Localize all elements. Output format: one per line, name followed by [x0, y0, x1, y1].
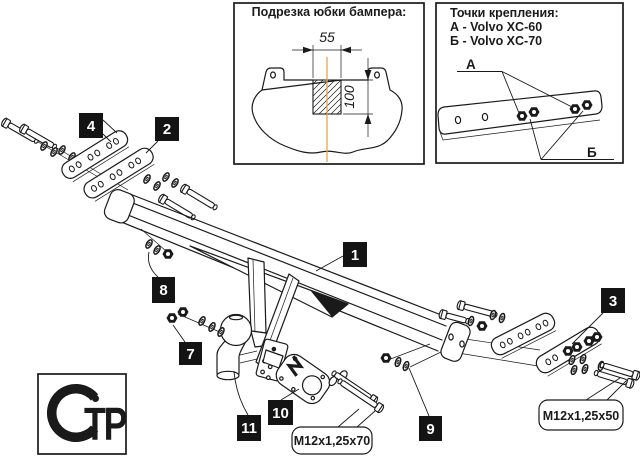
washer — [160, 171, 172, 183]
washer — [578, 353, 588, 365]
logo-border — [37, 373, 127, 455]
washer — [497, 312, 507, 324]
svg-text:3: 3 — [609, 293, 617, 310]
nut — [516, 111, 528, 121]
svg-text:7: 7 — [186, 346, 194, 363]
hardware-group-7 — [166, 307, 227, 338]
nut — [177, 307, 189, 317]
left-bolt-group — [0, 116, 78, 163]
nut — [569, 104, 581, 114]
nut — [528, 107, 540, 117]
bolt-label-m70: М12х1,25х70 — [291, 426, 373, 455]
mounting-plate-2 — [83, 147, 155, 202]
svg-text:4: 4 — [87, 118, 96, 135]
logo-c-ring — [46, 383, 99, 442]
rear-plate-inner — [490, 312, 557, 359]
washer — [466, 315, 476, 327]
washer — [151, 180, 163, 192]
nut — [591, 332, 603, 342]
washer — [56, 144, 68, 156]
mounting-item-b: Б - Volvo XC-70 — [450, 34, 542, 48]
bolt — [178, 182, 220, 213]
wiring-mark — [285, 355, 305, 377]
svg-text:8: 8 — [159, 282, 167, 299]
svg-text:10: 10 — [272, 405, 289, 422]
dim-width-55: 55 — [292, 29, 362, 78]
certification-logo: ТР — [37, 373, 129, 455]
callout-1: 1 — [343, 242, 367, 267]
nut — [581, 100, 593, 110]
svg-text:М12х1,25х70: М12х1,25х70 — [294, 434, 371, 448]
left-inner-fasteners — [141, 171, 220, 223]
bumper-trim-box: Подрезка юбки бампера: 55 100 — [233, 2, 425, 165]
callout-7: 7 — [179, 342, 202, 365]
socket-bolts-m70 — [329, 368, 386, 415]
nut — [162, 249, 174, 259]
svg-text:1: 1 — [351, 247, 359, 264]
callout-9: 9 — [419, 416, 442, 441]
washer — [393, 356, 403, 368]
hardware-group-9 — [380, 353, 411, 372]
nut — [166, 313, 178, 323]
svg-text:9: 9 — [426, 421, 434, 438]
washer — [401, 360, 411, 372]
bumper-trim-border — [233, 2, 425, 165]
svg-text:2: 2 — [163, 121, 171, 138]
mounting-points-title: Точки крепления: — [450, 6, 559, 20]
washer — [569, 364, 579, 376]
nut — [380, 353, 392, 363]
washer — [151, 244, 163, 256]
callout-10: 10 — [268, 400, 293, 425]
marker-a: А — [466, 57, 476, 72]
washer — [196, 315, 208, 327]
mounting-plate-4 — [61, 130, 130, 183]
bumper-trim-title: Подрезка юбки бампера: — [252, 5, 407, 19]
mounting-points-border — [435, 2, 624, 164]
socket-hole — [301, 375, 323, 396]
washer — [141, 173, 153, 185]
bolt — [335, 376, 386, 415]
svg-text:11: 11 — [241, 420, 257, 437]
callout-8: 8 — [152, 277, 175, 303]
svg-text:100: 100 — [341, 85, 357, 109]
dim-height-100: 100 — [341, 58, 373, 137]
svg-text:М12х1,25х50: М12х1,25х50 — [543, 409, 620, 423]
main-beam — [103, 189, 471, 362]
callout-2: 2 — [155, 117, 179, 141]
tow-ball — [216, 313, 258, 381]
mounting-points-box: Точки крепления: А - Volvo XC-60 Б - Vol… — [435, 2, 624, 164]
marker-b: Б — [587, 145, 597, 160]
washer — [48, 146, 60, 158]
svg-text:55: 55 — [319, 29, 335, 45]
callout-3: 3 — [601, 288, 625, 313]
bolts-m50 — [592, 359, 640, 390]
callout-leaders — [102, 119, 627, 428]
nut — [571, 342, 583, 352]
logo-letters: ТР — [84, 399, 127, 450]
washer — [206, 321, 218, 333]
bumper-outline — [251, 67, 403, 154]
nut — [562, 346, 574, 356]
washer — [580, 363, 590, 375]
nut — [476, 321, 488, 331]
callout-11: 11 — [237, 415, 261, 441]
bolt-label-m50: М12х1,25х50 — [538, 399, 624, 431]
washer — [143, 238, 155, 250]
mounting-item-a: А - Volvo XC-60 — [450, 20, 542, 34]
callout-4: 4 — [79, 113, 103, 138]
washer — [169, 177, 181, 189]
logo-dot — [92, 395, 99, 402]
